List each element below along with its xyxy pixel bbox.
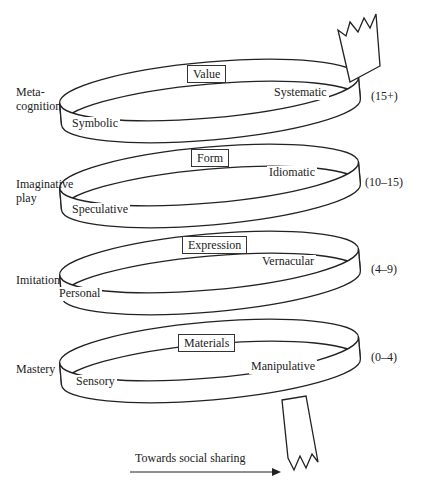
stage-label: Imaginative play [16, 178, 82, 206]
stage-box: Form [191, 149, 229, 167]
stage-box: Materials [178, 334, 235, 352]
stage-label: Mastery [16, 363, 55, 377]
band-label: Manipulative [249, 360, 317, 374]
age-range: (4–9) [371, 263, 397, 277]
ribbon-back [57, 309, 360, 385]
stage-name: Form [197, 151, 223, 165]
ribbon-front [60, 162, 363, 238]
band-label: Idiomatic [267, 166, 317, 180]
ribbon-front [60, 77, 363, 153]
stage-name: Materials [184, 336, 229, 350]
stage-label: Meta-cognition [16, 86, 68, 114]
axis-label: Towards social sharing [135, 452, 245, 466]
band-label: Personal [57, 287, 102, 301]
stage-label: Imitation [16, 274, 60, 288]
band-label: Vernacular [260, 255, 316, 269]
stage-name: Expression [188, 238, 241, 252]
band-label: Systematic [272, 86, 329, 100]
stage-box: Value [187, 65, 226, 83]
ribbon-front [60, 337, 363, 413]
direction-arrow [130, 472, 272, 473]
arrow-head [272, 468, 281, 476]
ribbon-bottom-end [282, 396, 318, 470]
ribbon-front [60, 249, 363, 325]
ribbon-top-end [338, 14, 380, 82]
band-label: Symbolic [70, 117, 120, 131]
stage-name: Value [193, 67, 220, 81]
age-range: (15+) [371, 90, 398, 104]
age-range: (10–15) [365, 176, 403, 190]
band-label: Sensory [74, 375, 117, 389]
age-range: (0–4) [371, 351, 397, 365]
stage-box: Expression [182, 236, 247, 254]
band-label: Speculative [70, 203, 130, 217]
